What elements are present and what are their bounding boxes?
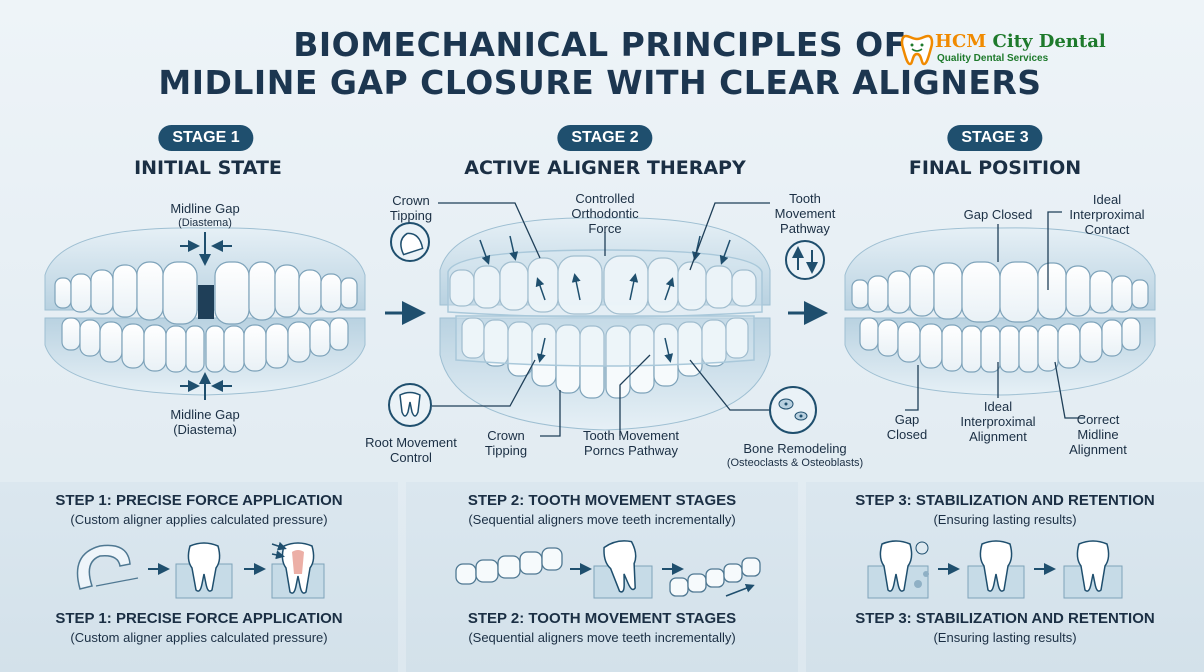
ideal-contact-label: Ideal Interproximal Contact (1069, 192, 1145, 237)
aligned-teeth-icon (669, 557, 761, 597)
stage-1-midline-gap-top-label: Midline Gap (Diastema) (170, 201, 240, 229)
stage-2-badge: STAGE 2 (557, 125, 653, 151)
clinic-tagline: Quality Dental Services (937, 53, 1049, 64)
stage-3-lower-teeth (859, 317, 1141, 373)
step-3-subtitle-repeat: (Ensuring lasting results) (933, 630, 1077, 645)
stage-2-title: ACTIVE ALIGNER THERAPY (464, 157, 746, 179)
aligner-tray-icon (455, 547, 563, 585)
step-3-panel: STEP 3: STABILIZATION AND RETENTION (Ens… (806, 482, 1204, 672)
tooth-cross-section-icon (271, 541, 325, 599)
stage-3-jaw (844, 211, 1156, 419)
step-1-icons (76, 541, 325, 599)
step-1-title: STEP 1: PRECISE FORCE APPLICATION (55, 492, 343, 509)
force-vectors (479, 235, 731, 363)
step-3-subtitle: (Ensuring lasting results) (933, 512, 1077, 527)
stage-2-jaw (432, 202, 771, 437)
tooth-movement-bottom-label: Tooth Movement Porncs Pathway (582, 428, 680, 458)
bone-remodeling-label: Bone Remodeling (Osteoclasts & Osteoblas… (726, 441, 864, 469)
tooth-movement-icon (785, 240, 825, 280)
ideal-alignment-label: Ideal Interproximal Alignment (960, 399, 1036, 444)
gap-closed-bottom-label: Gap Closed (886, 412, 928, 442)
tilted-tooth-icon (593, 540, 653, 599)
stage-2-upper-aligner (447, 249, 763, 318)
bone-cells-icon (769, 386, 817, 434)
step-2-icons (455, 540, 761, 599)
infographic-title: BIOMECHANICAL PRINCIPLES OF MIDLINE GAP … (150, 26, 1050, 102)
step-3-icons (867, 540, 1123, 599)
crown-tipping-top-label: Crown Tipping (389, 193, 433, 223)
crown-tipping-bottom-label: Crown Tipping (484, 428, 528, 458)
clinic-name: HCM City Dental (935, 31, 1106, 52)
clinic-logo: HCM City Dental Quality Dental Services (900, 28, 1106, 72)
stage-2-lower-aligner (455, 315, 755, 367)
bone-remodeling-tooth-icon (867, 540, 929, 599)
stage-1-lower-teeth (61, 317, 349, 373)
controlled-force-label: Controlled Orthodontic Force (571, 191, 639, 236)
title-line-2: MIDLINE GAP CLOSURE WITH CLEAR ALIGNERS (158, 63, 1042, 102)
stable-tooth-icon (1063, 540, 1123, 599)
tooth-in-bone-icon (175, 542, 233, 599)
tooth-logo-icon (900, 34, 934, 66)
step-1-panel: STEP 1: PRECISE FORCE APPLICATION (Custo… (0, 482, 398, 672)
step-1-subtitle-repeat: (Custom aligner applies calculated press… (70, 630, 328, 645)
step-2-panel: STEP 2: TOOTH MOVEMENT STAGES (Sequentia… (406, 482, 798, 672)
step-2-subtitle-repeat: (Sequential aligners move teeth incremen… (468, 630, 736, 645)
stage-3-title: FINAL POSITION (908, 157, 1082, 179)
step-2-title: STEP 2: TOOTH MOVEMENT STAGES (467, 492, 737, 509)
tooth-movement-pathway-label: Tooth Movement Pathway (774, 191, 836, 236)
root-movement-icon (388, 383, 432, 427)
stage-1-jaw (44, 227, 366, 400)
step-3-title-repeat: STEP 3: STABILIZATION AND RETENTION (855, 610, 1155, 627)
step-3-title: STEP 3: STABILIZATION AND RETENTION (855, 492, 1155, 509)
root-movement-control-label: Root Movement Control (365, 435, 457, 465)
tooth-in-bone-icon (967, 540, 1025, 599)
step-2-subtitle: (Sequential aligners move teeth incremen… (468, 512, 736, 527)
step-1-title-repeat: STEP 1: PRECISE FORCE APPLICATION (55, 610, 343, 627)
stage-1-midline-gap-bottom-label: Midline Gap (Diastema) (170, 407, 240, 437)
stage-1-upper-teeth (54, 261, 358, 325)
stage-3-upper-teeth (851, 261, 1149, 323)
correct-midline-label: Correct Midline Alignment (1069, 412, 1127, 457)
gap-closed-top-label: Gap Closed (963, 207, 1033, 222)
stage-1-title: INITIAL STATE (134, 157, 282, 179)
step-2-title-repeat: STEP 2: TOOTH MOVEMENT STAGES (467, 610, 737, 627)
crown-tipping-icon (390, 222, 430, 262)
stage-2-upper-teeth (449, 255, 757, 315)
aligner-tray-icon (76, 544, 139, 590)
stage-1-badge: STAGE 1 (158, 125, 254, 151)
step-1-subtitle: (Custom aligner applies calculated press… (70, 512, 328, 527)
title-line-1: BIOMECHANICAL PRINCIPLES OF (293, 25, 907, 64)
stage-3-badge: STAGE 3 (947, 125, 1043, 151)
